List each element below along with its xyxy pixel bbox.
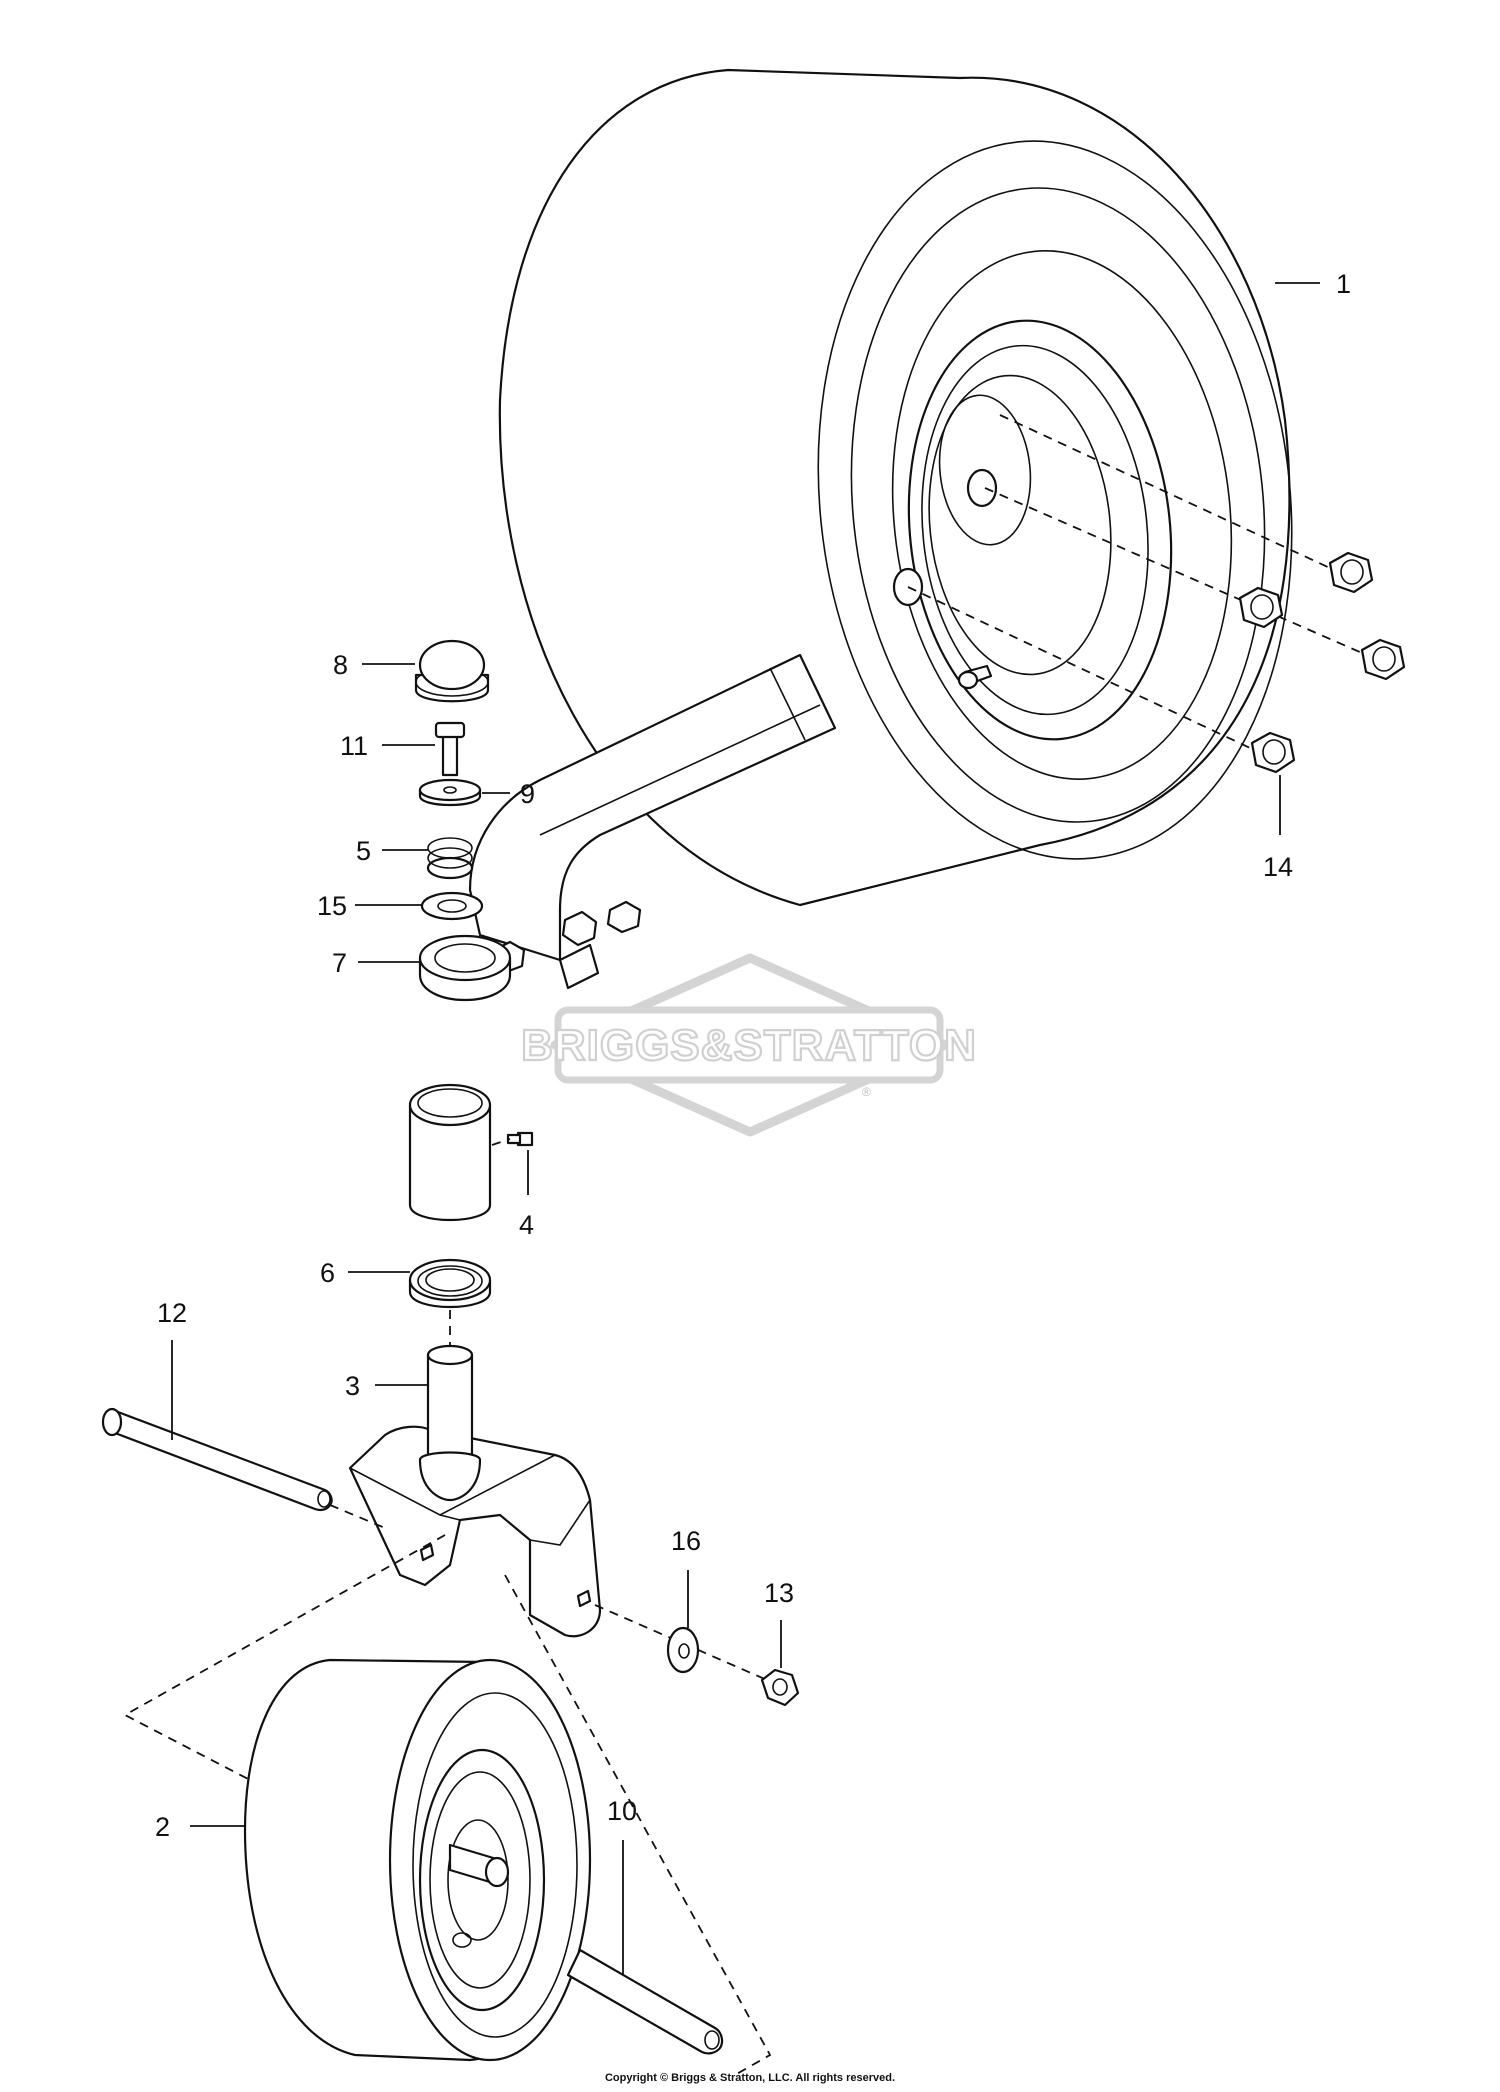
callout-5: 5 <box>356 836 428 866</box>
callout-3: 3 <box>345 1371 428 1401</box>
svg-text:12: 12 <box>157 1298 187 1328</box>
part-16-washer <box>666 1626 700 1674</box>
part-5-spring <box>426 837 474 880</box>
part-2-caster-wheel <box>243 1658 592 2062</box>
part-12-axle-bolt <box>101 1407 333 1512</box>
lug-stud-line-middle <box>984 487 1379 661</box>
callout-1: 1 <box>1275 269 1351 299</box>
part-1-drive-wheel <box>498 68 1293 907</box>
svg-text:1: 1 <box>1336 269 1351 299</box>
callout-11: 11 <box>340 731 435 761</box>
callout-16: 16 <box>671 1526 701 1628</box>
part-7-bearing <box>418 934 512 1002</box>
svg-text:15: 15 <box>317 891 347 921</box>
callout-12: 12 <box>157 1298 187 1440</box>
caster-wheel-alignment-right <box>504 1574 772 2076</box>
part-15-washer <box>420 891 484 921</box>
part-13-nut <box>760 1668 800 1707</box>
lug-stud-line-lower <box>907 586 1266 756</box>
part-3-spindle <box>418 1344 482 1502</box>
callout-8: 8 <box>333 650 415 680</box>
callout-13: 13 <box>764 1578 794 1668</box>
callout-2: 2 <box>155 1812 245 1842</box>
callout-9: 9 <box>482 779 535 809</box>
svg-text:7: 7 <box>332 948 347 978</box>
part-6-bearing <box>408 1258 492 1308</box>
svg-text:13: 13 <box>764 1578 794 1608</box>
caster-tube <box>408 1083 492 1221</box>
caster-fork <box>348 1425 602 1638</box>
callout-4: 4 <box>519 1150 534 1240</box>
svg-text:11: 11 <box>340 731 368 761</box>
caster-mount-arm <box>468 653 837 990</box>
part-14-lug-nuts <box>1238 551 1406 774</box>
callout-14: 14 <box>1263 775 1293 882</box>
svg-text:4: 4 <box>519 1210 534 1240</box>
svg-text:3: 3 <box>345 1371 360 1401</box>
callout-6: 6 <box>320 1258 410 1288</box>
callout-10: 10 <box>607 1796 637 1975</box>
watermark-brand: BRIGGS&STRATTON <box>521 1021 977 1070</box>
callout-7: 7 <box>332 948 420 978</box>
callout-15: 15 <box>317 891 422 921</box>
svg-text:8: 8 <box>333 650 348 680</box>
svg-text:10: 10 <box>607 1796 637 1826</box>
svg-text:16: 16 <box>671 1526 701 1556</box>
copyright-footer: Copyright © Briggs & Stratton, LLC. All … <box>604 2072 896 2084</box>
part-4-grease-fitting <box>491 1131 534 1147</box>
svg-text:14: 14 <box>1263 852 1293 882</box>
svg-text:5: 5 <box>356 836 371 866</box>
part-11-bolt <box>434 721 466 777</box>
part-8-dust-cap <box>414 639 490 703</box>
svg-text:2: 2 <box>155 1812 170 1842</box>
svg-text:9: 9 <box>520 779 535 809</box>
watermark-registered-mark: ® <box>862 1085 871 1099</box>
axle-bolt-centerline <box>329 1504 386 1529</box>
svg-text:6: 6 <box>320 1258 335 1288</box>
part-10-caster-axle <box>566 1948 724 2055</box>
watermark-logo: BRIGGS&STRATTON ® <box>520 953 977 1137</box>
part-9-washer <box>418 778 482 807</box>
axle-nut-centerline <box>594 1604 791 1691</box>
